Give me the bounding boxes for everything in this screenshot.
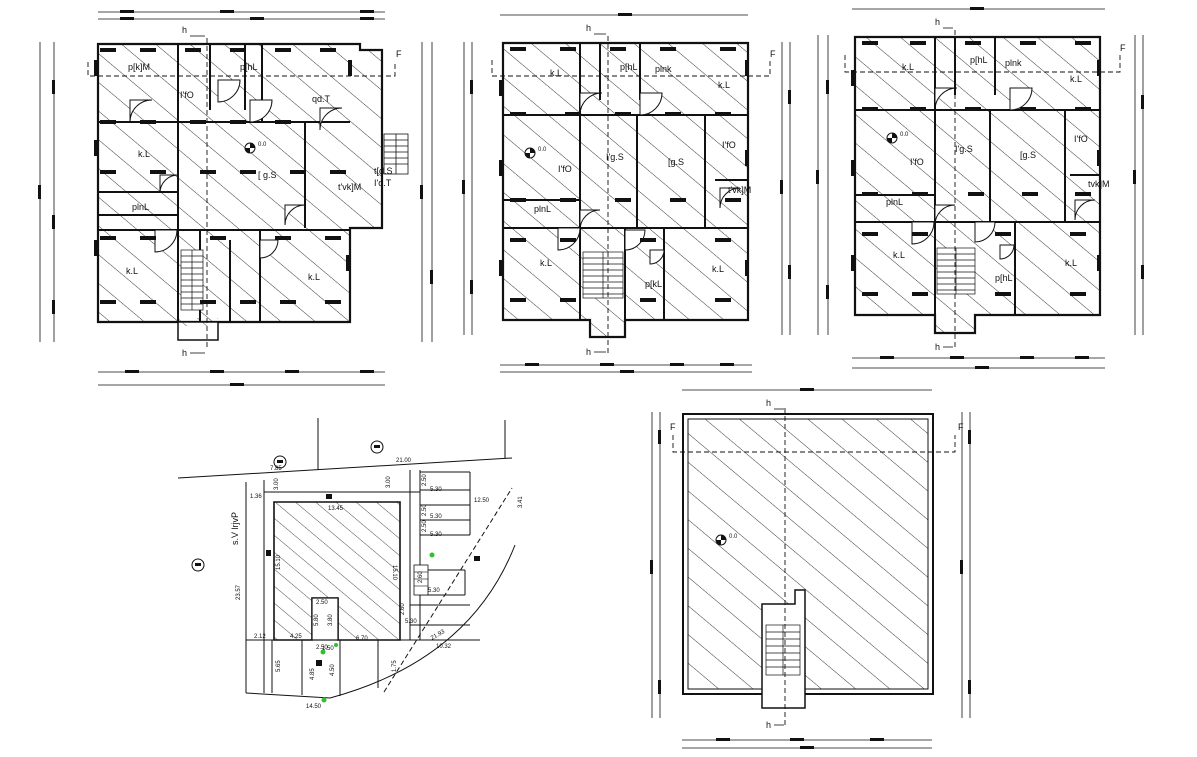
site-dim: 5.80 xyxy=(314,614,320,626)
site-dim: 14.50 xyxy=(306,704,322,710)
site-dim: 12.50 xyxy=(474,498,490,504)
site-dim: 1.75 xyxy=(392,660,398,672)
site-dim: 2.12 xyxy=(254,634,266,640)
site-dim: 4.50 xyxy=(330,664,336,676)
site-dim: 5.65 xyxy=(276,660,282,672)
site-dim: 21.00 xyxy=(396,458,412,464)
room-label: plnk xyxy=(1005,58,1022,68)
room-label: p[hL xyxy=(970,55,988,65)
site-dim: 5.30 xyxy=(428,588,440,594)
room-label: t'vk]M xyxy=(728,185,751,195)
room-label: I'o.T xyxy=(374,178,392,188)
room-label: k.L xyxy=(126,266,138,276)
level-mark: 0.0 xyxy=(900,132,909,138)
room-label: k.L xyxy=(902,62,914,72)
site-dim: 23.57 xyxy=(236,584,242,600)
floor-plan-1: h h F k.L k.L k.L I'fO [ g.S plnL p[hL p… xyxy=(38,10,433,386)
room-label: I'fO xyxy=(722,140,736,150)
site-dim: 4.25 xyxy=(290,634,302,640)
level-mark: 0.0 xyxy=(729,534,738,540)
site-dim: 13.45 xyxy=(328,506,344,512)
section-mark-f: F xyxy=(1120,43,1126,53)
level-mark: 0.0 xyxy=(538,147,547,153)
room-label: p[hL xyxy=(620,62,638,72)
room-label: I'fO xyxy=(558,164,572,174)
site-dim: 3.41 xyxy=(518,496,524,508)
site-dim: 15.10 xyxy=(391,565,397,581)
section-mark-f-left: F xyxy=(670,422,676,432)
room-label: I'g.S xyxy=(606,152,624,162)
site-dim: 5.30 xyxy=(430,532,442,538)
room-label: plnL xyxy=(886,197,903,207)
site-dim: 3.80 xyxy=(328,614,334,626)
section-mark-h-bottom: h xyxy=(182,348,187,358)
room-label: I'fO xyxy=(1074,134,1088,144)
section-mark-h-top: h xyxy=(182,25,187,35)
road-label: s.V lrjvP xyxy=(230,512,240,545)
room-label: [g.S xyxy=(668,157,684,167)
site-dim: 3.00 xyxy=(386,476,392,488)
site-dim: 3.00 xyxy=(274,478,280,490)
site-dim: 1.36 xyxy=(250,494,262,500)
room-label: p[hL xyxy=(995,273,1013,283)
room-label: I'fO xyxy=(910,157,924,167)
site-dim: 15.10 xyxy=(276,554,282,570)
site-dim: 5.30 xyxy=(430,487,442,493)
room-label: plnL xyxy=(534,204,551,214)
room-label: k.L xyxy=(308,272,320,282)
room-label: qd.T xyxy=(312,94,331,104)
roof-plan: h h F F 0.0 xyxy=(650,388,971,749)
floor-plan-3: h h F k.L k.L k.L k.L I'fO I'g.S [g.S p[… xyxy=(816,7,1144,369)
room-label: p[kL xyxy=(645,279,662,289)
room-label: plnk xyxy=(655,64,672,74)
floor-plan-2: h h F k.L k.L k.L k.L I'fO I'g.S [g.S p[… xyxy=(462,13,791,373)
room-label: I'g.S xyxy=(955,144,973,154)
room-label: k.L xyxy=(550,68,562,78)
section-mark-f: F xyxy=(396,49,402,59)
site-dim: 2.50 xyxy=(422,474,428,486)
level-mark: 0.0 xyxy=(258,142,267,148)
room-label: [g.S xyxy=(1020,150,1036,160)
site-dim: 2.50 xyxy=(422,520,428,532)
site-dim: 7.85 xyxy=(270,466,282,472)
room-label: k.L xyxy=(893,250,905,260)
section-mark-f-right: F xyxy=(958,422,964,432)
section-mark-h-top: h xyxy=(766,398,771,408)
room-label: k.L xyxy=(712,264,724,274)
room-label: k.L xyxy=(718,80,730,90)
section-mark-h-bottom: h xyxy=(935,342,940,352)
room-label: tvk]M xyxy=(1088,179,1110,189)
section-mark-h-top: h xyxy=(935,17,940,27)
site-dim: 5.30 xyxy=(405,619,417,625)
site-dim: 2.50 xyxy=(316,645,328,651)
site-dim: 2.60 xyxy=(400,603,406,615)
room-label: k.L xyxy=(1070,74,1082,84)
site-dim: 4.85 xyxy=(310,668,316,680)
room-label: k.L xyxy=(138,149,150,159)
room-label: k.L xyxy=(1065,258,1077,268)
room-label: t'vk]M xyxy=(338,182,361,192)
room-label: plnL xyxy=(132,202,149,212)
site-dim: 2.50 xyxy=(422,504,428,516)
section-mark-h-top: h xyxy=(586,23,591,33)
section-mark-f: F xyxy=(770,49,776,59)
room-label: [ g.S xyxy=(258,170,277,180)
site-dim: 1.50 xyxy=(322,646,334,652)
site-dim: 2.60 xyxy=(418,571,424,583)
site-dim: 10.32 xyxy=(436,644,452,650)
site-dim: 2.50 xyxy=(316,600,328,606)
section-mark-h-bottom: h xyxy=(766,720,771,730)
room-label: k.L xyxy=(540,258,552,268)
room-label: p[k]M xyxy=(128,62,150,72)
room-label: t[d.S xyxy=(374,166,393,176)
section-mark-h-bottom: h xyxy=(586,347,591,357)
room-label: p[hL xyxy=(240,62,258,72)
site-plan: 21.00 7.85 3.00 3.00 1.36 13.45 12.50 3.… xyxy=(177,418,524,710)
room-label: I'fO xyxy=(180,90,194,100)
site-dim: 5.30 xyxy=(430,514,442,520)
site-dim: 6.70 xyxy=(356,636,368,642)
